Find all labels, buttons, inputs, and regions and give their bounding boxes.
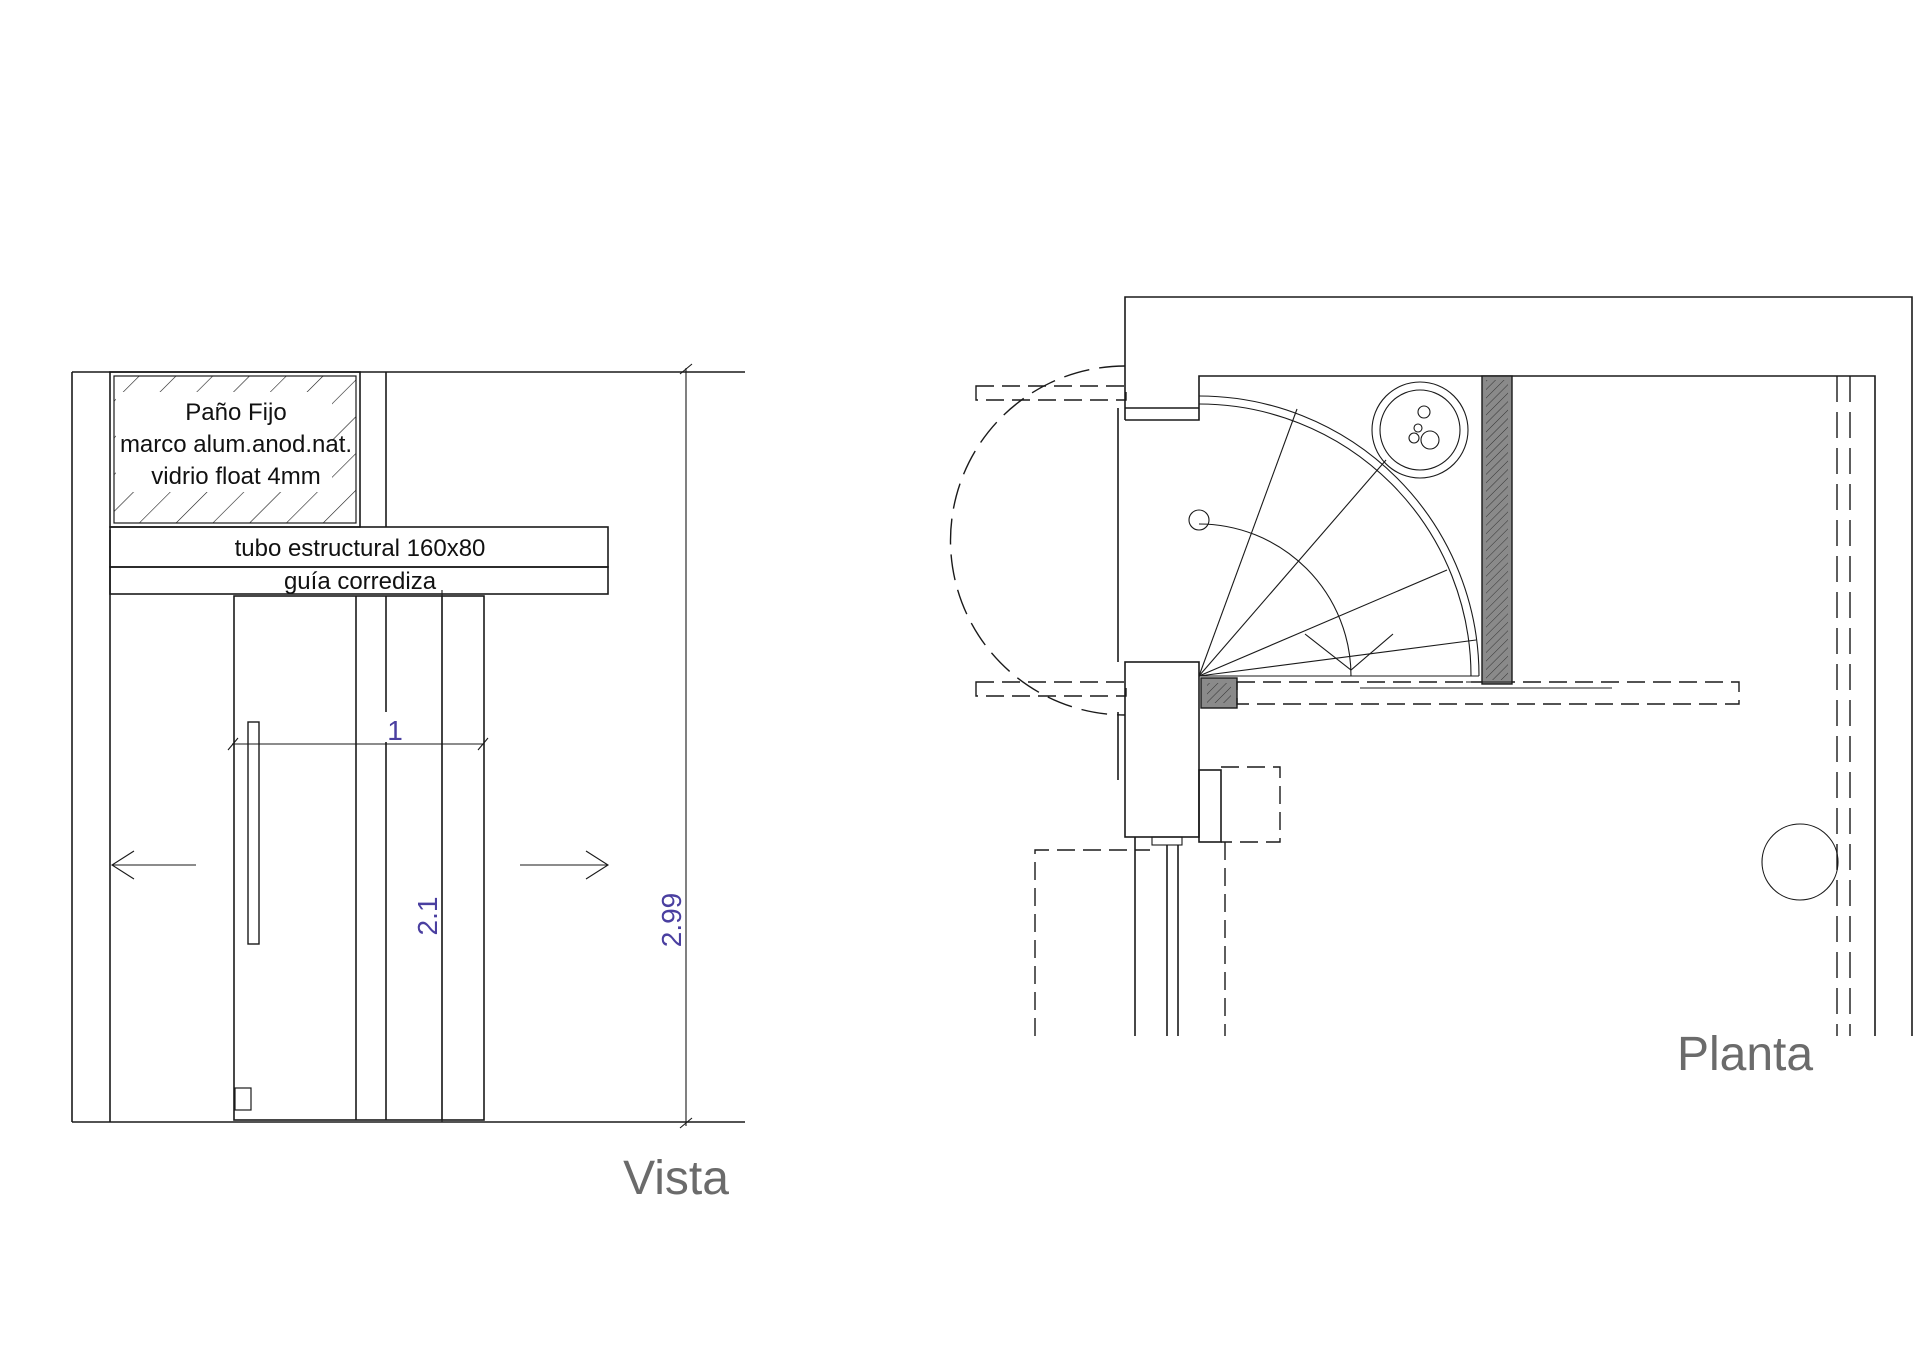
plant-pot-icon [1371, 381, 1469, 479]
planta-title: Planta [1677, 1028, 1813, 1081]
frame-jamb [1198, 769, 1222, 843]
round-table-icon [1761, 823, 1839, 901]
sliding-rail [109, 566, 609, 595]
door-handle [247, 721, 260, 945]
total-height-text: 2.99 [656, 893, 687, 948]
vista-title: Vista [623, 1152, 729, 1205]
vista-elevation: Paño Fijo marco alum.anod.nat. vidrio fl… [71, 363, 745, 1205]
dashed-outline-left [1034, 849, 1150, 1036]
outer-wall [1124, 296, 1913, 1036]
dashed-outline-box [1221, 766, 1281, 843]
slide-arrow-left [110, 850, 196, 880]
sliding-door-leaves [233, 595, 485, 1121]
width-dimension: 1 [227, 712, 489, 751]
wall-column [1124, 661, 1200, 838]
door-height-text: 2.1 [412, 897, 443, 936]
slide-arrow-right [520, 850, 610, 880]
total-height-dimension: 2.99 [656, 363, 745, 1129]
fixed-panel-label-2: marco alum.anod.nat. [120, 431, 352, 458]
width-dimension-text: 1 [387, 715, 403, 746]
door-height-dimension: 2.1 [410, 590, 482, 1122]
rail-label: guía corrediza [284, 568, 437, 595]
fixed-glass-panel: Paño Fijo marco alum.anod.nat. vidrio fl… [109, 371, 361, 528]
sliding-track-dashed [1236, 681, 1740, 705]
fixed-panel-label-3: vidrio float 4mm [151, 463, 320, 490]
planta-plan: Planta [949, 296, 1913, 1081]
door-swing-arc [949, 365, 1126, 716]
stair-column-icon [1188, 509, 1210, 531]
fixed-panel-label-1: Paño Fijo [185, 399, 286, 426]
guide-dashed-lower [975, 681, 1127, 697]
beam-label: tubo estructural 160x80 [235, 535, 486, 562]
door-lock [234, 1087, 252, 1111]
inner-wall [1125, 375, 1876, 1036]
guide-dashed-upper [975, 385, 1127, 401]
spiral-staircase [1188, 395, 1480, 677]
